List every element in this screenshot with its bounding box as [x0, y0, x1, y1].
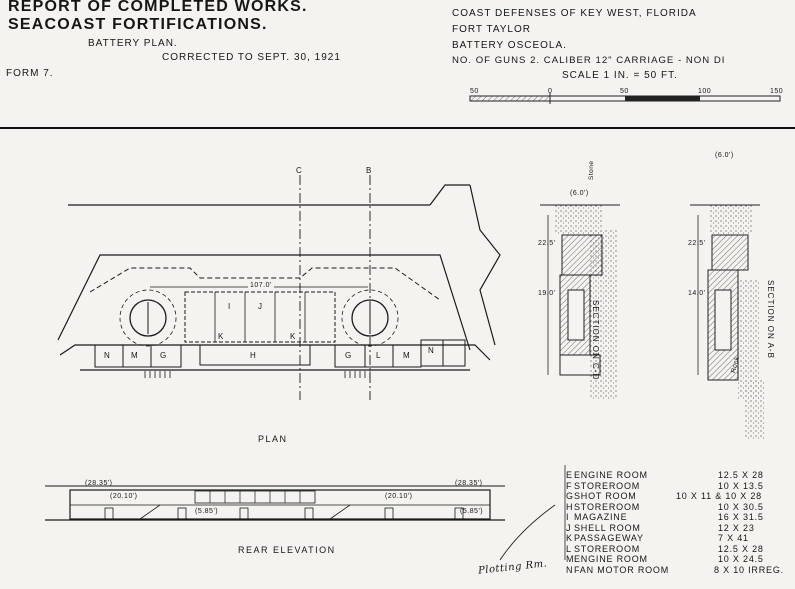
elevation-dim: (28.35') — [85, 480, 113, 487]
scale-tick-label: 50 — [470, 88, 479, 95]
section-marker-b: B — [366, 166, 372, 175]
section-cd-label: SECTION ON C-D — [591, 300, 600, 381]
scale-text: SCALE 1 IN. = 50 FT. — [562, 70, 678, 81]
elevation-dim: (5.85') — [460, 508, 484, 515]
room-letter: G — [345, 351, 352, 360]
elevation-dim: (5.85') — [195, 508, 219, 515]
scale-tick-label: 0 — [548, 88, 553, 95]
room-letter: M — [403, 351, 411, 360]
battery-name: BATTERY OSCEOLA. — [452, 40, 567, 51]
stone-label: Stone — [588, 160, 595, 181]
section-cd-drawing — [540, 204, 620, 400]
scale-bar — [469, 93, 781, 104]
plan-dimension: 107.0' — [248, 282, 274, 289]
scale-tick-label: 50 — [620, 88, 629, 95]
elevation-dim: (20.10') — [110, 493, 138, 500]
plan-label: PLAN — [258, 434, 288, 444]
section-cd-dim: (6.0') — [570, 190, 589, 197]
report-title: REPORT OF COMPLETED WORKS. — [8, 0, 308, 15]
room-letter: M — [131, 351, 139, 360]
elevation-label: REAR ELEVATION — [238, 545, 336, 555]
rear-elevation-drawing — [45, 485, 505, 521]
elevation-dim: (28.35') — [455, 480, 483, 487]
room-letter: I — [228, 302, 231, 311]
report-subtitle: SEACOAST FORTIFICATIONS. — [8, 16, 268, 33]
correction-date: CORRECTED TO SEPT. 30, 1921 — [162, 52, 341, 63]
section-ab-dim: 14.0' — [688, 290, 706, 297]
section-ab-drawing — [690, 204, 765, 440]
scale-tick-label: 150 — [770, 88, 784, 95]
section-ab-label: SECTION ON A-B — [766, 280, 775, 359]
room-letter: K — [218, 332, 224, 341]
room-letter: K — [290, 332, 296, 341]
room-letter: N — [428, 346, 435, 355]
annotation-pointer — [499, 504, 556, 561]
elevation-dim: (20.10') — [385, 493, 413, 500]
room-letter: H — [250, 351, 257, 360]
room-letter: L — [376, 351, 381, 360]
form-number: FORM 7. — [6, 68, 54, 79]
fort-name: FORT TAYLOR — [452, 24, 531, 35]
guns-info: NO. OF GUNS 2. CALIBER 12" CARRIAGE - NO… — [452, 55, 726, 66]
coast-defenses: COAST DEFENSES OF KEY WEST, FLORIDA — [452, 8, 697, 19]
room-letter: N — [104, 351, 111, 360]
room-letter: J — [258, 302, 263, 311]
section-marker-c: C — [296, 166, 303, 175]
section-cd-dim: 22.5' — [538, 240, 556, 247]
section-cd-dim: 19.0' — [538, 290, 556, 297]
scale-tick-label: 100 — [698, 88, 712, 95]
section-ab-dim: (6.0') — [715, 152, 734, 159]
room-letter: G — [160, 351, 167, 360]
plan-type: BATTERY PLAN. — [88, 38, 178, 49]
plan-drawing — [57, 175, 501, 400]
section-ab-dim: 22.5' — [688, 240, 706, 247]
